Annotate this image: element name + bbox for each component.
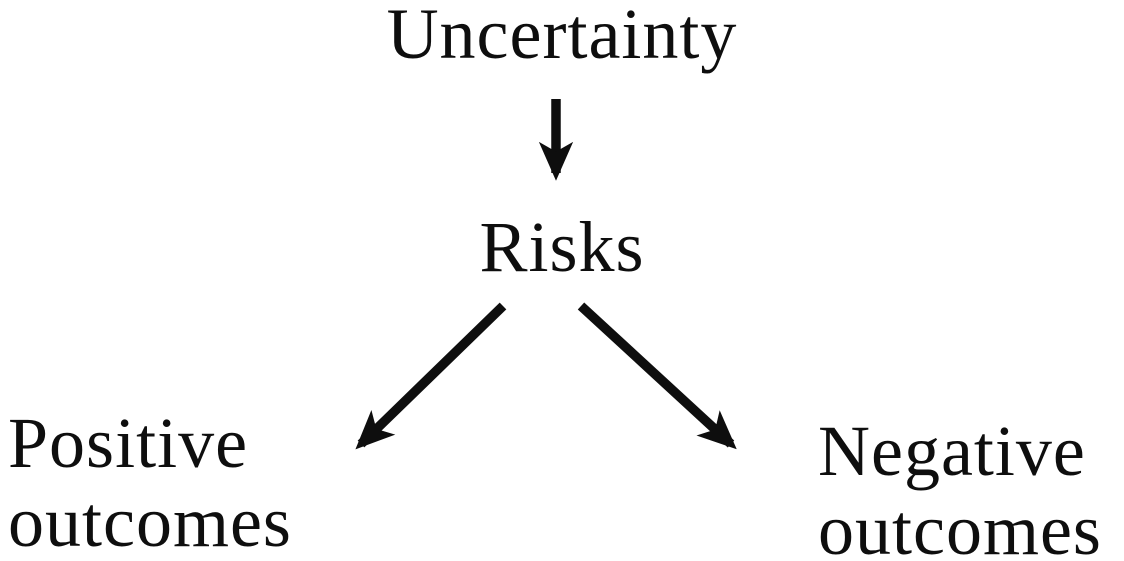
- arrow-risks-to-negative-outcomes-icon: [577, 302, 737, 450]
- arrow-risks-to-positive-outcomes-icon: [355, 302, 507, 450]
- node-negative-outcomes: Negative outcomes: [818, 411, 1102, 561]
- node-risks: Risks: [479, 207, 645, 287]
- node-positive-outcomes: Positive outcomes: [8, 403, 292, 561]
- node-uncertainty: Uncertainty: [386, 0, 738, 74]
